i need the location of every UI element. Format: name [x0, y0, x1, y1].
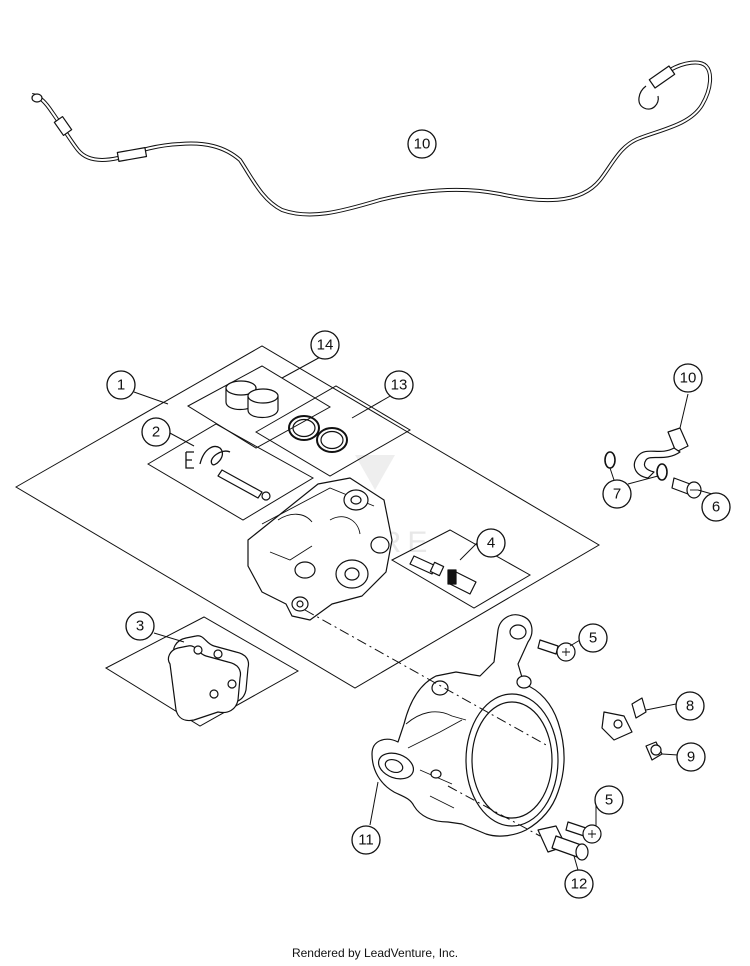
brake-caliper-bracket [371, 614, 565, 837]
svg-text:10: 10 [680, 370, 697, 387]
bleeder-group-outline [390, 529, 532, 609]
svg-text:12: 12 [571, 876, 588, 893]
caliper-bolt-upper [537, 639, 576, 662]
callout-5-upper: 5 [578, 623, 608, 653]
brake-line-elbow [633, 427, 689, 479]
hollow-screw [671, 477, 702, 499]
callout-2: 2 [141, 417, 171, 447]
banjo-screw [645, 741, 663, 761]
callout-9: 9 [676, 742, 706, 772]
svg-text:9: 9 [687, 749, 695, 766]
svg-text:8: 8 [686, 698, 694, 715]
svg-text:3: 3 [136, 618, 144, 635]
callout-10-fitting: 10 [673, 363, 703, 393]
callout-12: 12 [564, 869, 594, 899]
callout-1: 1 [106, 370, 136, 400]
callout-7: 7 [602, 479, 632, 509]
svg-text:2: 2 [152, 424, 160, 441]
callout-6: 6 [701, 492, 731, 522]
bleeder-valve [409, 555, 477, 595]
brake-pad-group-outline [104, 616, 300, 727]
svg-text:7: 7 [613, 486, 621, 503]
brake-pads [167, 635, 250, 722]
caliper-bolt-lower [565, 821, 602, 844]
callout-4: 4 [476, 528, 506, 558]
brake-line-hose [31, 60, 713, 217]
adapter-bolt [537, 825, 589, 861]
caliper-assembly-outline [15, 345, 600, 689]
brake-caliper [247, 477, 393, 621]
svg-text:4: 4 [487, 535, 495, 552]
callout-3: 3 [125, 611, 155, 641]
assembly-axis-lower [447, 785, 541, 837]
pad-pin-and-clip [185, 445, 271, 501]
svg-text:5: 5 [589, 630, 597, 647]
svg-text:5: 5 [605, 792, 613, 809]
sealing-washers [604, 451, 668, 481]
pin-group-outline [147, 423, 314, 521]
seal-ring-group-outline [255, 385, 411, 477]
svg-text:10: 10 [414, 136, 431, 153]
callout-5-lower: 5 [594, 785, 624, 815]
seal-rings [288, 415, 348, 453]
leader-lines [133, 354, 713, 871]
assembly-axis-upper [304, 609, 549, 747]
svg-text:13: 13 [391, 377, 408, 394]
footer-credit: Rendered by LeadVenture, Inc. [291, 946, 459, 960]
callout-13: 13 [384, 370, 414, 400]
brake-pistons [225, 380, 279, 419]
callout-11: 11 [351, 825, 381, 855]
svg-text:11: 11 [358, 832, 374, 849]
callout-14: 14 [310, 330, 340, 360]
callout-8: 8 [675, 691, 705, 721]
svg-text:6: 6 [712, 499, 720, 516]
svg-text:14: 14 [317, 337, 334, 354]
svg-text:1: 1 [117, 377, 125, 394]
banjo-fitting [601, 697, 647, 741]
callout-10-hose: 10 [407, 129, 437, 159]
